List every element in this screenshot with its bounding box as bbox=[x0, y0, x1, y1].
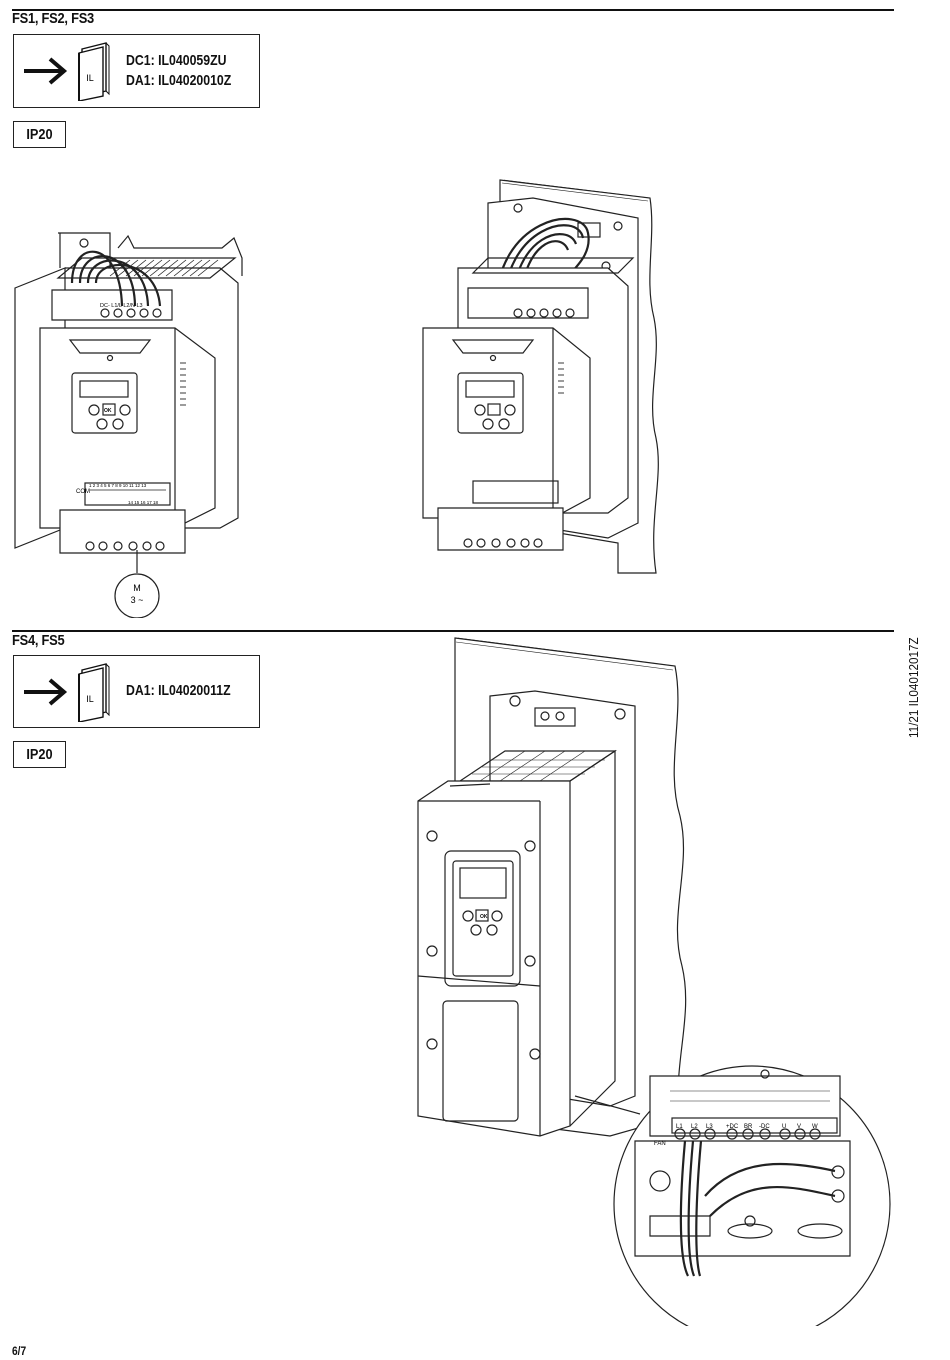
svg-text:+DC: +DC bbox=[726, 1124, 739, 1130]
section-rule-top bbox=[12, 9, 894, 11]
svg-text:L1: L1 bbox=[676, 1124, 683, 1130]
page-number: 6/7 bbox=[12, 1344, 27, 1358]
arrow-icon bbox=[24, 678, 68, 706]
reference-da1-fs4: DA1: IL04020011Z bbox=[126, 682, 231, 699]
svg-text:W: W bbox=[812, 1124, 818, 1130]
reference-da1: DA1: IL04020010Z bbox=[126, 72, 232, 89]
motor-label-phase: 3 ~ bbox=[131, 595, 144, 605]
top-terminal-labels: DC- L1/L L2/N L3 bbox=[100, 303, 143, 309]
section-rule-middle bbox=[12, 630, 894, 632]
arrow-icon bbox=[24, 57, 68, 85]
fan-label: FAN bbox=[654, 1141, 666, 1147]
ok-key-label: OK bbox=[104, 408, 112, 414]
svg-text:L2: L2 bbox=[691, 1124, 698, 1130]
drive-fs4-illustration: FAN L1 L2 L3 +DC BR -DC U V W OK bbox=[417, 637, 891, 1326]
control-numbers: 1 2 3 4 5 6 7 8 9 10 11 12 13 bbox=[89, 483, 147, 488]
motor-label-m: M bbox=[133, 583, 141, 593]
ip-rating-badge: IP20 bbox=[13, 121, 66, 148]
reference-box-fs1-3: IL DC1: IL040059ZU DA1: IL04020010Z bbox=[13, 34, 260, 108]
com-label: COM bbox=[76, 489, 90, 495]
booklet-label: IL bbox=[86, 694, 94, 704]
section-title-fs1-3: FS1, FS2, FS3 bbox=[12, 10, 94, 27]
control-numbers-lower: 14 15 16 17 18 bbox=[128, 500, 159, 505]
drive-fs1-mounted-illustration bbox=[422, 179, 659, 574]
booklet-icon: IL bbox=[78, 42, 110, 101]
svg-text:BR: BR bbox=[744, 1124, 753, 1130]
document-code: 11/21 IL04012017Z bbox=[906, 637, 921, 738]
svg-text:-DC: -DC bbox=[759, 1124, 770, 1130]
svg-text:L3: L3 bbox=[706, 1124, 713, 1130]
booklet-icon: IL bbox=[78, 663, 110, 722]
reference-dc1: DC1: IL040059ZU bbox=[126, 52, 227, 69]
booklet-label: IL bbox=[86, 73, 94, 83]
reference-box-fs4-5: IL DA1: IL04020011Z bbox=[13, 655, 260, 728]
section-title-fs4-5: FS4, FS5 bbox=[12, 632, 65, 649]
detail-terminal-labels: L1 L2 L3 +DC BR -DC U V W bbox=[676, 1124, 818, 1130]
drive-fs1-illustration: M 3 ~ COM 1 2 3 4 5 6 7 8 9 10 11 12 13 … bbox=[14, 232, 243, 618]
svg-text:U: U bbox=[782, 1124, 786, 1130]
ip-rating-badge: IP20 bbox=[13, 741, 66, 768]
svg-text:V: V bbox=[797, 1124, 801, 1130]
ok-key-label: OK bbox=[480, 914, 488, 920]
